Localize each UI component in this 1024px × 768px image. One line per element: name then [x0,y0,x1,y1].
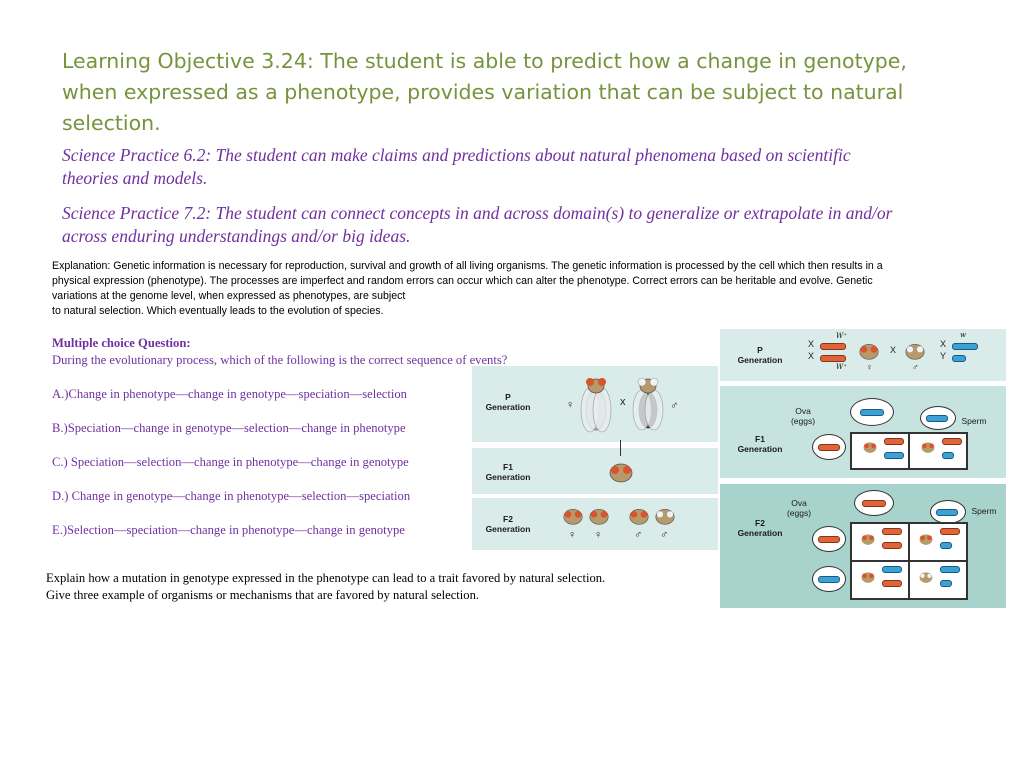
f2-female-symbol-1: ♀ [568,529,577,541]
f1-punnett-square [850,432,968,470]
f2-cell-fly-3 [861,572,875,583]
f2-sperm-label: Sperm [971,506,997,516]
right-p-generation-panel: P Generation X X W⁺ W⁺ ♀ X ♂ X Y w [720,329,1006,381]
f2-c2-chrom-b [940,542,952,549]
f2-ova-label: Ova (eggs) [786,498,812,518]
right-f1-generation-panel: F1 Generation Ova (eggs) Sperm [720,386,1006,478]
f2-c4-chrom-a [940,566,960,573]
closing-prompt: Explain how a mutation in genotype expre… [46,570,706,604]
p-female-symbol: ♀ [866,362,873,372]
learning-objective-title: Learning Objective 3.24: The student is … [62,49,907,135]
p-white-eyed-fly [905,344,925,360]
multiple-choice-question: Multiple choice Question: During the evo… [52,335,508,539]
closing-line-1: Explain how a mutation in genotype expre… [46,571,606,585]
f1-cell1-chrom-blue [884,452,904,459]
f2-male-fly-2 [655,509,675,525]
p-male-x-chromosome [952,343,978,350]
f2-female-symbol-2: ♀ [594,529,603,541]
mcq-question: During the evolutionary process, which o… [52,353,508,367]
right-f1-generation-label: F1 Generation [737,434,783,454]
female-symbol: ♀ [566,399,575,411]
f2-egg-chromosome [862,500,886,507]
f1-generation-panel: F1 Generation [472,448,718,494]
closing-line-2: Give three example of organisms or mecha… [46,588,480,602]
p-male-y-chromosome [952,355,966,362]
f2-male-fly-1 [629,509,649,525]
f2-generation-label: F2 Generation [485,514,531,534]
f1-ova-label: Ova (eggs) [790,406,816,426]
cross-symbol: x [620,396,626,408]
f2-male-symbol-1: ♂ [634,529,643,541]
f1-egg-chromosome [860,409,884,416]
f2-cell-fly-1 [861,534,875,545]
p-red-eyed-fly [859,344,879,360]
f2-c4-chrom-b [940,580,952,587]
f2-c1-chrom-a [882,528,902,535]
f1-generation-label: F1 Generation [485,462,531,482]
f2-male-symbol-2: ♂ [660,529,669,541]
f2-ovum-chromosome-2 [818,576,840,583]
f1-cell2-chrom-red [942,438,962,445]
p-female-chromosome-2 [820,355,846,362]
p-x-label-3: X [940,339,947,349]
f2-c2-chrom-a [940,528,960,535]
f2-sperm-chromosome [936,509,958,516]
f1-red-eyed-fly [609,463,633,483]
explanation-text: Explanation: Genetic information is nece… [52,259,902,319]
p-female-chromosome-1 [820,343,846,350]
f2-c1-chrom-b [882,542,902,549]
f2-ovum-chromosome-1 [818,536,840,543]
f2-cell-fly-4 [919,572,933,583]
f2-female-fly-1 [563,509,583,525]
mcq-option-b: B.)Speciation—change in genotype—selecti… [52,421,406,435]
f1-cell1-chrom-red [884,438,904,445]
p-w-plus-label-1: W⁺ [836,332,847,340]
explanation-line-1: Explanation: Genetic information is nece… [52,260,883,302]
p-to-f1-arrow [620,440,621,456]
f2-c3-chrom-b [882,580,902,587]
right-p-generation-label: P Generation [737,345,783,365]
f2-c3-chrom-a [882,566,902,573]
p-male-symbol: ♂ [912,362,919,372]
mcq-option-e: E.)Selection—speciation—change in phenot… [52,523,405,537]
p-x-label-1: X [808,339,815,349]
red-eyed-female-fly [580,378,612,433]
science-practice-6-2: Science Practice 6.2: The student can ma… [62,145,851,188]
p-generation-label: P Generation [485,392,531,412]
f1-cell-fly-1 [863,442,877,453]
p-w-label: w [960,331,966,339]
mcq-option-c: C.) Speciation—selection—change in pheno… [52,455,409,469]
science-practice-7-2: Science Practice 7.2: The student can co… [62,203,893,246]
f2-generation-panel: F2 Generation ♀ ♀ ♂ ♂ [472,498,718,550]
mcq-heading: Multiple choice Question: [52,336,191,350]
p-y-label: Y [940,351,947,361]
f2-female-fly-2 [589,509,609,525]
f2-cell-fly-2 [919,534,933,545]
white-eyed-male-fly [632,377,664,431]
right-f2-generation-panel: F2 Generation Ova (eggs) Sperm [720,484,1006,608]
right-f2-generation-label: F2 Generation [737,518,783,538]
p-cross-symbol: X [890,345,897,355]
p-generation-panel: P Generation ♀ x ♂ [472,366,718,442]
f1-cell-fly-2 [921,442,935,453]
mcq-option-a: A.)Change in phenotype—change in genotyp… [52,387,407,401]
explanation-line-2: to natural selection. Which eventually l… [52,305,384,317]
f1-sperm-chromosome [926,415,948,422]
f1-sperm-label: Sperm [961,416,987,426]
f1-cell2-chrom-blue [942,452,954,459]
mcq-option-d: D.) Change in genotype—change in phenoty… [52,489,411,503]
p-w-plus-label-2: W⁺ [836,363,847,371]
f1-ovum-chromosome [818,444,840,451]
male-symbol: ♂ [670,400,679,412]
p-x-label-2: X [808,351,815,361]
